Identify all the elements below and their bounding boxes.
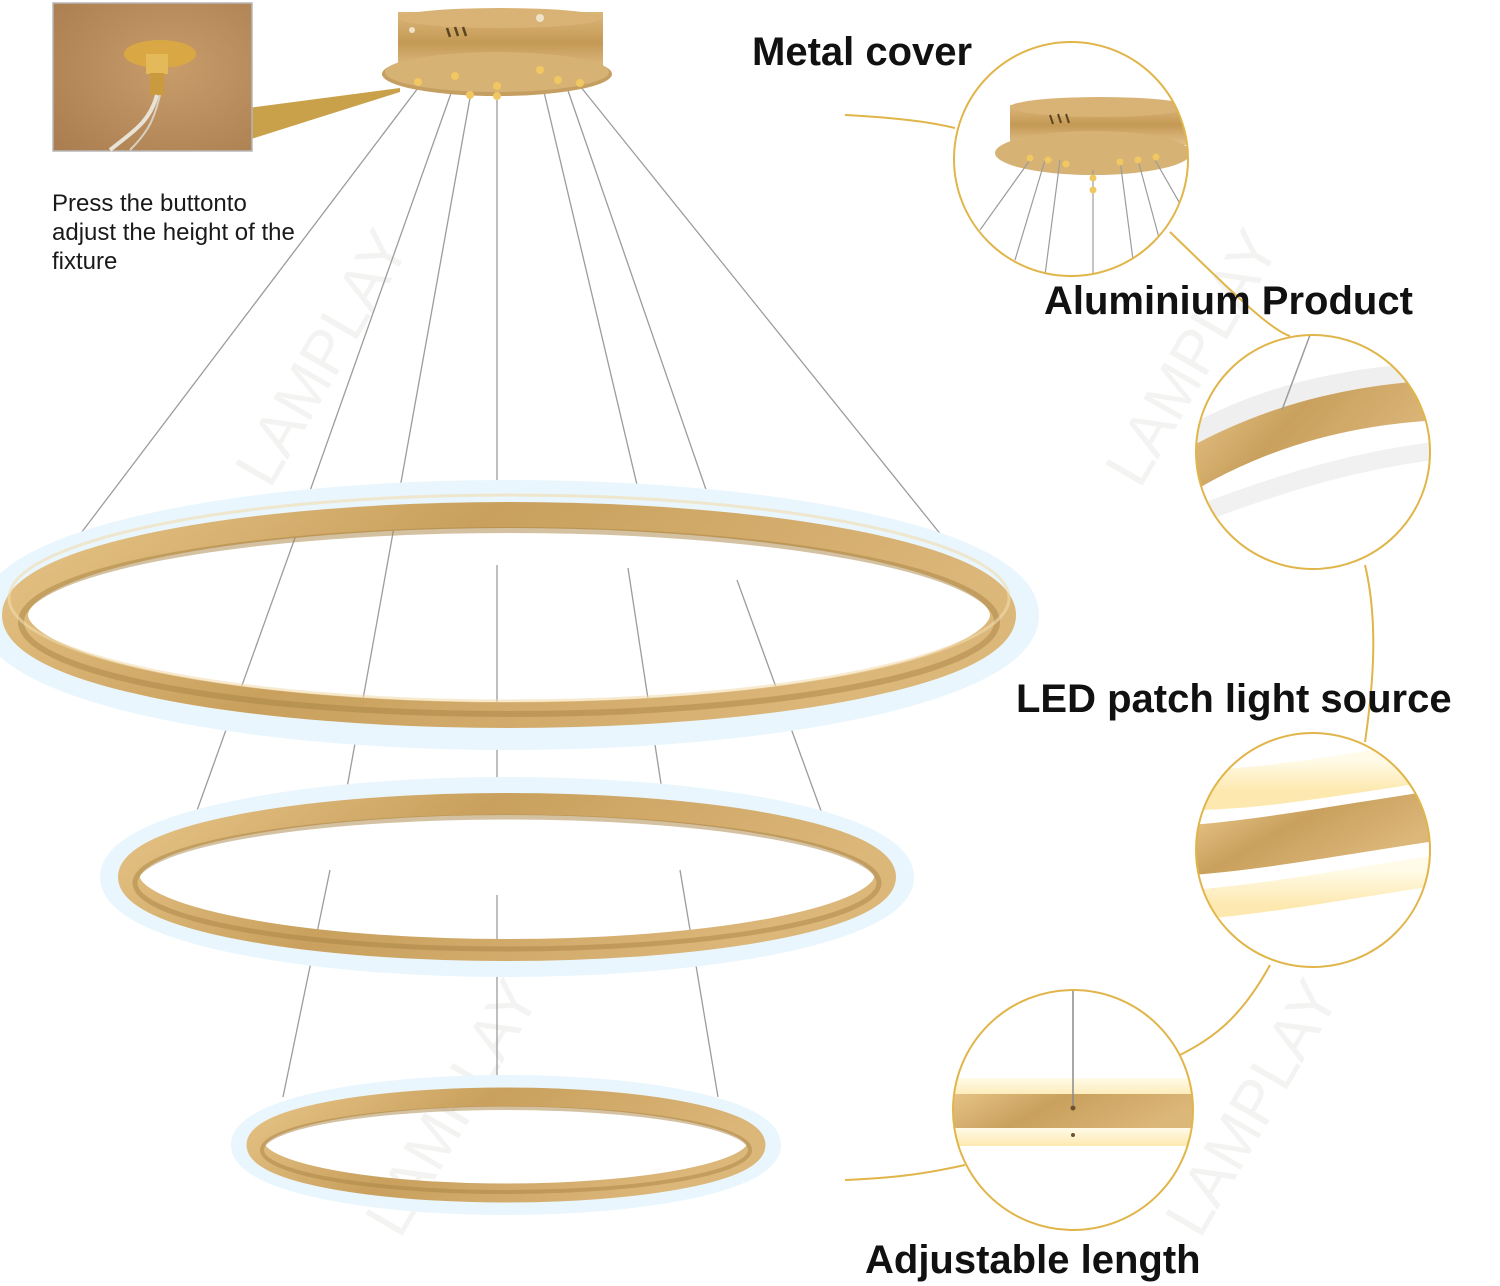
height-adjust-note: Press the buttonto adjust the height of … <box>52 190 295 275</box>
callout-label-metal-cover: Metal cover <box>752 30 973 74</box>
callout-aluminium-detail <box>1195 334 1431 570</box>
callout-metal-cover-detail <box>953 41 1189 277</box>
suspension-wires <box>71 74 951 1098</box>
height-adjust-inset <box>52 2 400 152</box>
ceiling-canopy <box>382 8 612 100</box>
callout-label-aluminium-product: Aluminium Product <box>1044 279 1413 323</box>
callout-adjustable-detail <box>952 989 1194 1231</box>
callout-label-led-source: LED patch light source <box>1016 677 1452 721</box>
callout-label-adjustable-length: Adjustable length <box>865 1238 1201 1282</box>
ring-large <box>0 480 1039 750</box>
wire-clamps <box>414 66 584 100</box>
callout-led-detail <box>1195 732 1431 968</box>
height-adjust-button-icon <box>108 40 196 152</box>
ring-small <box>231 1075 781 1215</box>
callout-connector <box>844 114 1375 1181</box>
vent-slots <box>445 26 468 38</box>
ring-medium <box>100 777 914 977</box>
